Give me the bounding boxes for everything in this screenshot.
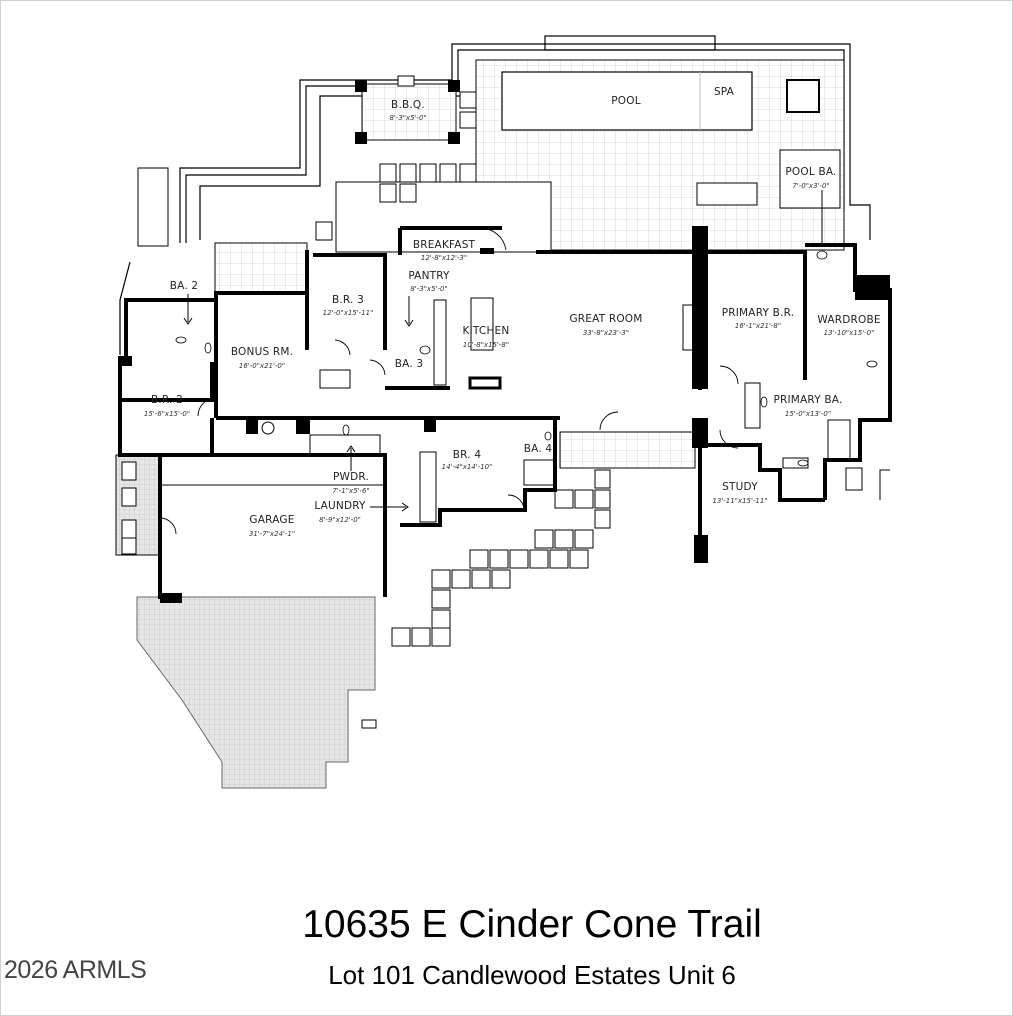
room-label-breakfast: BREAKFAST <box>412 239 476 251</box>
room-label-pool-bath: POOL BA. <box>785 166 837 178</box>
room-label-primary-br: PRIMARY B.R. <box>721 307 795 319</box>
room-label-bonus-room: BONUS RM. <box>230 346 294 358</box>
room-dims-primary-br: 16'-1"x21'-8" <box>734 322 782 330</box>
room-label-ba4: BA. 4 <box>523 443 553 455</box>
room-dims-pool-bath: 7'-0"x3'-0" <box>792 182 830 190</box>
room-dims-pantry: 8'-3"x5'-0" <box>410 285 448 293</box>
room-dims-garage: 31'-7"x24'-1" <box>248 530 296 538</box>
room-dims-study: 13'-11"x15'-11" <box>712 497 768 505</box>
pool <box>501 71 753 131</box>
room-label-primary-bath: PRIMARY BA. <box>773 394 843 406</box>
room-label-spa: SPA <box>713 86 735 98</box>
room-label-ba3: BA. 3 <box>394 358 424 370</box>
armls-watermark: 2026 ARMLS <box>4 956 147 984</box>
room-dims-bbq: 8'-3"x5'-0" <box>389 114 427 122</box>
room-dims-breakfast: 12'-8"x12'-3" <box>420 254 468 262</box>
room-label-study: STUDY <box>722 481 758 493</box>
room-dims-kitchen: 10'-8"x15'-8" <box>462 341 510 349</box>
room-label-ba2: BA. 2 <box>169 280 199 292</box>
room-dims-great-room: 33'-8"x23'-3" <box>582 329 630 337</box>
room-dims-primary-bath: 15'-0"x13'-0" <box>784 410 832 418</box>
room-label-powder: PWDR. <box>332 471 370 483</box>
room-label-bbq: B.B.Q. <box>391 99 425 111</box>
room-dims-br2: 15'-6"x15'-0" <box>143 410 191 418</box>
room-label-br3: B.R. 3 <box>331 294 365 306</box>
driveway <box>136 596 376 789</box>
room-label-great-room: GREAT ROOM <box>569 313 643 325</box>
label-arrows <box>183 294 414 512</box>
room-label-wardrobe: WARDROBE <box>817 314 881 326</box>
room-dims-laundry: 8'-9"x12'-0" <box>319 516 361 524</box>
room-label-br4: BR. 4 <box>452 449 482 461</box>
lot-description: Lot 101 Candlewood Estates Unit 6 <box>328 960 736 990</box>
door-swings <box>159 227 739 535</box>
room-dims-br4: 14'-4"x14'-10" <box>441 463 493 471</box>
pool-bath <box>779 149 841 209</box>
room-label-kitchen: KITCHEN <box>462 325 510 337</box>
room-label-garage: GARAGE <box>249 514 295 526</box>
property-address: 10635 E Cinder Cone Trail <box>302 903 762 946</box>
bath-fixtures <box>175 250 878 467</box>
wall-columns <box>118 226 890 603</box>
room-dims-br3: 12'-0"x15'-11" <box>322 309 374 317</box>
room-label-br2: B.R. 2 <box>150 394 184 406</box>
room-label-laundry: LAUNDRY <box>314 500 366 512</box>
room-dims-bonus-room: 16'-0"x21'-0" <box>238 362 286 370</box>
room-dims-powder: 7'-1"x5'-6" <box>332 487 370 495</box>
room-label-pantry: PANTRY <box>408 270 450 282</box>
room-label-pool: POOL <box>611 95 641 107</box>
room-dims-wardrobe: 13'-10"x15'-0" <box>823 329 875 337</box>
spa-fixture <box>786 79 820 113</box>
